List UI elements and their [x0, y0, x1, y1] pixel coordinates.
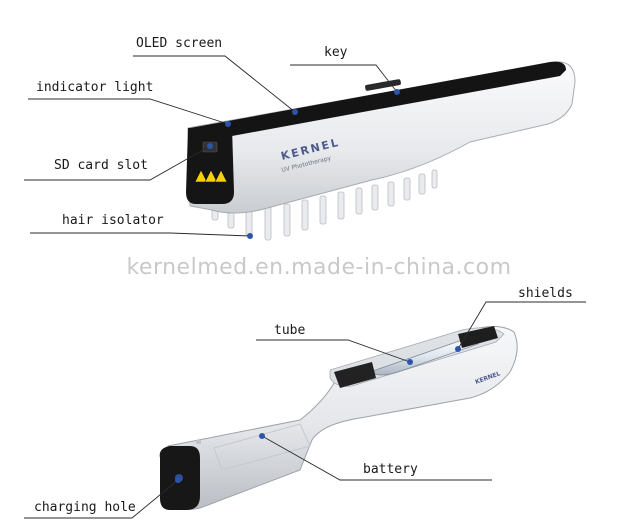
- comb-front-face: [186, 128, 234, 204]
- callout-lines: [24, 55, 586, 519]
- label-shields: shields: [518, 286, 573, 301]
- label-oled-screen: OLED screen: [136, 36, 223, 51]
- callout-indicator-light: [28, 98, 229, 125]
- dot-hair-isolator: [247, 233, 253, 239]
- label-battery: battery: [363, 462, 418, 477]
- callout-battery: [261, 435, 492, 481]
- dot-key: [394, 89, 400, 95]
- key: [365, 79, 401, 91]
- label-indicator-light: indicator light: [36, 80, 154, 95]
- wand-body: [164, 326, 518, 510]
- wand-device: KERNEL: [159, 326, 518, 510]
- oled-screen: [190, 61, 566, 137]
- label-sd-card-slot: SD card slot: [54, 158, 148, 173]
- shield-cap-left: [334, 362, 376, 388]
- small-port: [196, 440, 201, 444]
- dot-shields: [455, 346, 461, 352]
- callout-charging-hole: [24, 479, 179, 519]
- hair-isolator-teeth: [211, 169, 438, 241]
- dot-indicator-light: [225, 121, 231, 127]
- dot-charging-hole: [175, 477, 181, 483]
- battery-cover: [213, 423, 311, 471]
- callout-dots: [175, 89, 461, 483]
- label-key: key: [324, 45, 348, 60]
- dot-oled-screen: [292, 109, 298, 115]
- label-hair-isolator: hair isolator: [62, 213, 164, 228]
- callout-tube: [256, 339, 411, 363]
- callout-sd-card-slot: [24, 145, 211, 181]
- callout-oled-screen: [133, 55, 296, 113]
- label-tube: tube: [274, 323, 306, 338]
- dot-sd-card-slot: [207, 143, 213, 149]
- watermark: kernelmed.en.made-in-china.com: [126, 255, 512, 280]
- comb-device: KERNEL UV Phototherapy: [186, 61, 576, 241]
- callout-shields: [457, 301, 586, 350]
- label-charging-hole: charging hole: [34, 500, 136, 515]
- shield-cap-right: [458, 326, 498, 348]
- comb-body: [187, 61, 576, 214]
- callout-hair-isolator: [30, 232, 251, 237]
- warning-triangles: [194, 169, 228, 183]
- callout-key: [290, 64, 398, 93]
- dot-battery: [259, 433, 265, 439]
- dot-tube: [407, 359, 413, 365]
